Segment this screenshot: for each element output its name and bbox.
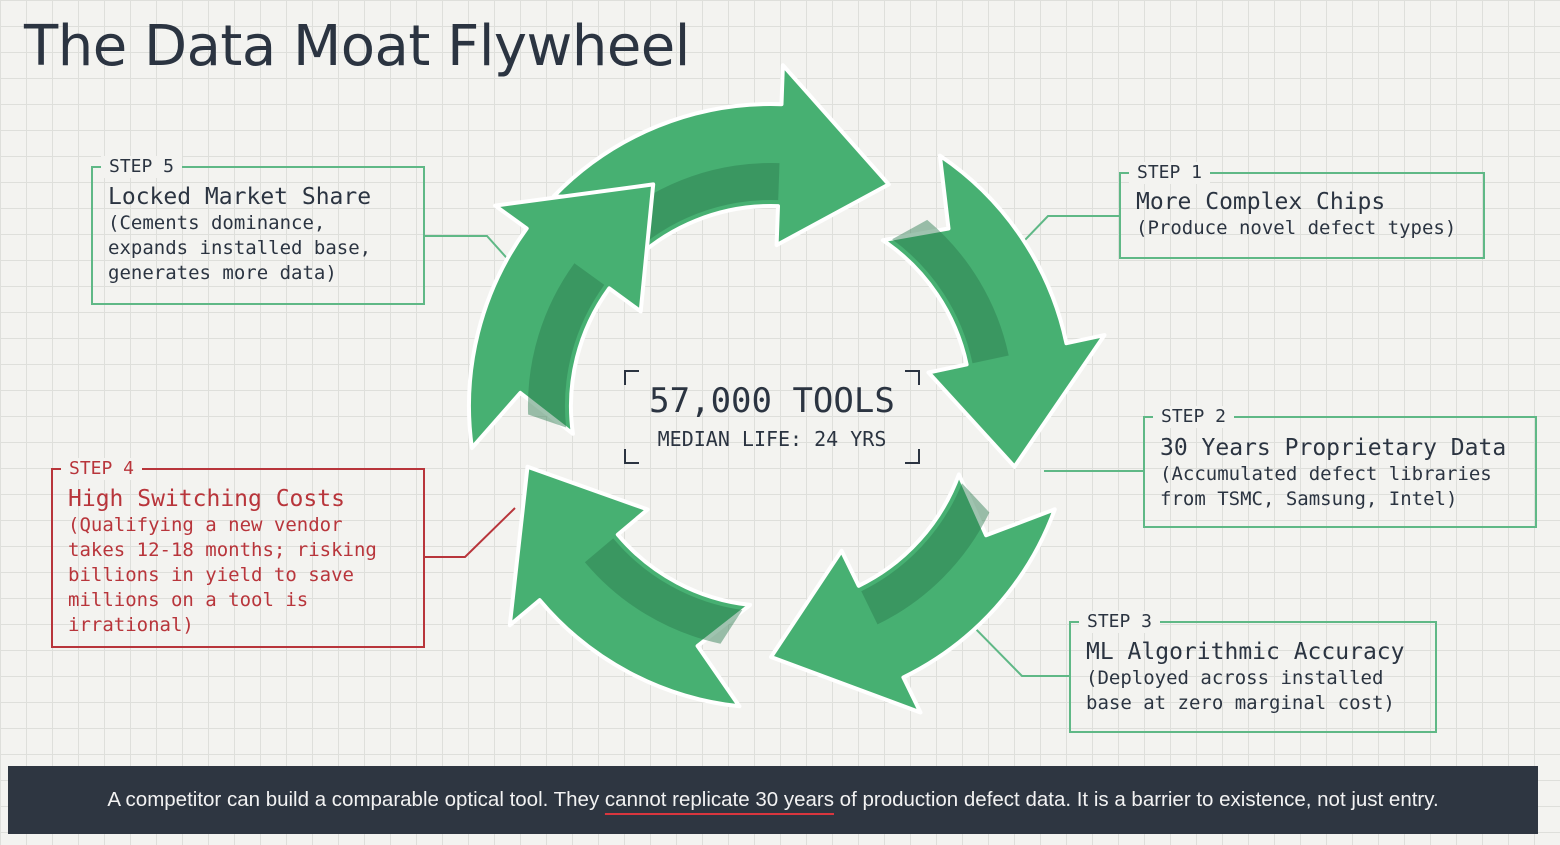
center-bracket-1 [624, 370, 639, 385]
connector-step-4 [425, 507, 516, 558]
flywheel-arrow-4 [507, 464, 753, 709]
step-5-tag: STEP 5 [101, 156, 183, 178]
page-title: The Data Moat Flywheel [24, 14, 690, 79]
step-3-card: STEP 3 ML Algorithmic Accuracy (Deployed… [1069, 611, 1437, 733]
step-1-tag: STEP 1 [1129, 162, 1211, 184]
step-3-description: (Deployed across installed base at zero … [1086, 667, 1395, 714]
flywheel-arrow-shade-4 [584, 538, 743, 644]
center-subline: MEDIAN LIFE: 24 YRS [657, 427, 887, 451]
center-bracket-2 [905, 370, 920, 385]
step-4-card: STEP 4 High Switching Costs (Qualifying … [51, 458, 425, 648]
step-5-card: STEP 5 Locked Market Share (Cements domi… [91, 156, 425, 305]
center-headline: 57,000 TOOLS [649, 381, 895, 421]
flywheel-arrow-shade-3 [861, 483, 990, 625]
flywheel-arrows [466, 63, 1107, 715]
flywheel-diagram [425, 63, 1143, 715]
step-5-description: (Cements dominance, expands installed ba… [108, 212, 372, 284]
flywheel-arrow-2 [880, 153, 1107, 469]
footer-banner: A competitor can build a comparable opti… [8, 766, 1538, 834]
step-2-description: (Accumulated defect libraries from TSMC,… [1160, 463, 1492, 510]
flywheel-arrow-shade-5 [527, 263, 605, 428]
footer-text-before: A competitor can build a comparable opti… [107, 788, 605, 811]
step-4-description: (Qualifying a new vendor takes 12-18 mon… [68, 514, 377, 636]
flywheel-arrow-shade-1 [614, 162, 780, 258]
step-1-description: (Produce novel defect types) [1136, 217, 1457, 239]
connector-step-3 [964, 617, 1069, 677]
step-2-card: STEP 2 30 Years Proprietary Data (Accumu… [1143, 406, 1537, 528]
step-4-tag: STEP 4 [61, 458, 143, 480]
center-bracket-3 [624, 449, 639, 464]
flywheel-arrow-3 [769, 472, 1057, 715]
footer-emphasis: cannot replicate 30 years [604, 788, 834, 811]
step-1-card: STEP 1 More Complex Chips (Produce novel… [1119, 162, 1485, 259]
center-brackets [624, 370, 920, 464]
step-3-tag: STEP 3 [1079, 611, 1161, 633]
footer-text-after: of production defect data. It is a barri… [833, 788, 1439, 811]
step-1-title: More Complex Chips [1136, 189, 1386, 215]
center-stat: 57,000 TOOLS MEDIAN LIFE: 24 YRS [624, 369, 920, 465]
flywheel-arrow-shade-2 [892, 219, 1009, 364]
step-2-title: 30 Years Proprietary Data [1160, 435, 1507, 461]
step-2-tag: STEP 2 [1153, 406, 1235, 428]
step-5-title: Locked Market Share [108, 184, 372, 210]
flywheel-arrow-5 [466, 182, 656, 450]
step-4-title: High Switching Costs [68, 486, 345, 512]
center-bracket-4 [905, 449, 920, 464]
step-3-title: ML Algorithmic Accuracy [1086, 639, 1405, 665]
